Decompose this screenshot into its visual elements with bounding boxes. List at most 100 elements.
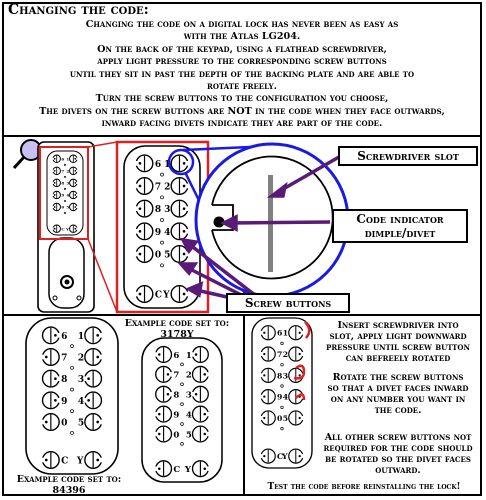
digit-label: 5	[78, 418, 84, 428]
screw-button	[51, 202, 61, 212]
digit-label: C	[277, 452, 283, 461]
callout-code-indicator-line1: Code indicator	[356, 212, 444, 226]
instruction-line: pressure until screw button	[326, 342, 470, 353]
digit-label: 7	[61, 168, 64, 173]
digit-label: 4	[78, 397, 84, 407]
instruction-line: so that a divet faces inward	[327, 383, 469, 394]
screw-button	[82, 369, 103, 388]
intro-line: until they sit in past the depth of the …	[69, 68, 415, 80]
screw-button	[69, 154, 79, 164]
digit-label: 6	[61, 156, 64, 161]
intro-line: Turn the screw buttons to the configurat…	[95, 93, 389, 105]
screw-button	[84, 347, 104, 366]
digit-label: C	[173, 465, 180, 475]
digit-label: 1	[78, 332, 84, 342]
digit-label: 3	[78, 375, 84, 385]
footer-note: Test the code before reinstalling the lo…	[267, 482, 461, 492]
digit-label: C	[61, 457, 68, 467]
callout-code-indicator-line2: dimple/divet	[364, 226, 436, 240]
screw-button	[153, 425, 173, 443]
digit-label: 3	[164, 205, 170, 215]
callout-screw-buttons: Screw buttons	[226, 293, 350, 313]
digit-label: 6	[61, 332, 67, 342]
keypad-outline	[141, 337, 223, 483]
example2-caption-line2: 3178Y	[160, 329, 194, 340]
screw-button	[82, 391, 103, 410]
digit-label: Y	[281, 452, 288, 461]
screw-button	[69, 166, 79, 176]
screw-button	[133, 244, 154, 263]
digit-label: 1	[66, 156, 69, 161]
intro-line: rotate freely.	[207, 81, 277, 92]
screw-button	[133, 222, 154, 241]
screw-button	[133, 176, 154, 195]
digit-label: 3	[186, 391, 192, 401]
page-title: Changing the code:	[8, 2, 149, 18]
screw-button	[69, 202, 79, 212]
digit-label: 7	[277, 350, 282, 359]
screw-button	[259, 410, 276, 426]
digit-label: 2	[78, 353, 84, 363]
screw-button	[155, 385, 174, 403]
digit-label: 9	[277, 393, 282, 402]
digit-label: 1	[164, 160, 170, 170]
digit-label: 6	[155, 160, 161, 170]
digit-label: 5	[283, 414, 288, 423]
zoom-source-circle	[167, 148, 195, 176]
digit-label: C	[155, 291, 162, 301]
digit-label: 6	[277, 329, 282, 338]
screw-button	[259, 367, 276, 383]
example2-caption-line1: Example code set to:	[124, 318, 230, 329]
screw-button	[51, 224, 61, 233]
digit-label: 0	[61, 418, 67, 428]
digit-label: 2	[66, 168, 69, 173]
digit-label: 1	[283, 329, 288, 338]
keypad-outline	[46, 150, 84, 236]
digit-label: Y	[162, 291, 170, 301]
instruction-line: slot, apply light downward	[329, 331, 467, 342]
magnifier-icon	[12, 139, 42, 170]
divider-middle	[2, 314, 482, 316]
instruction-line: Rotate the screw buttons	[332, 372, 464, 383]
divet-mark	[213, 216, 225, 228]
digit-label: 7	[155, 182, 161, 192]
digit-label: 4	[66, 193, 69, 198]
digit-label: 4	[164, 228, 170, 238]
digit-label: 5	[164, 250, 170, 260]
digit-label: 2	[283, 350, 288, 359]
screw-button	[170, 222, 191, 241]
screw-button	[153, 345, 173, 363]
divider-vertical-bottom	[243, 315, 245, 496]
screw-button	[170, 199, 191, 218]
digit-label: 8	[155, 205, 161, 215]
digit-label: 5	[186, 430, 192, 440]
screw-button	[191, 365, 211, 383]
digit-label: 7	[61, 353, 67, 363]
screw-button	[84, 326, 104, 345]
instruction-line: can befreely rotated	[345, 353, 451, 364]
digit-label: 9	[155, 228, 161, 238]
instruction-line: All other screw buttons not	[324, 432, 472, 443]
screw-button	[153, 460, 173, 478]
screw-button	[191, 405, 211, 423]
instruction-line: Insert screwdriver into	[337, 320, 459, 331]
instruction-line: on any number you want in	[330, 394, 466, 405]
screw-button	[170, 176, 191, 195]
intro-line: inward facing divets indicate they are p…	[101, 118, 383, 130]
screw-button	[133, 154, 154, 173]
screw-button	[190, 385, 209, 403]
screw-button	[170, 244, 191, 263]
screw-button	[259, 389, 276, 405]
digit-label: 9	[61, 397, 67, 407]
digit-label: 3	[66, 180, 69, 185]
small-keypad-highlight	[39, 146, 89, 240]
rotate-arrows	[293, 321, 311, 401]
digit-label: 9	[61, 193, 64, 198]
digit-label: 2	[164, 182, 170, 192]
screw-button	[191, 425, 211, 443]
callout-screwdriver-slot: Screwdriver slot	[338, 146, 478, 166]
screw-button	[51, 154, 61, 164]
digit-label: 9	[173, 410, 179, 420]
instruction-line: the code.	[374, 405, 422, 416]
